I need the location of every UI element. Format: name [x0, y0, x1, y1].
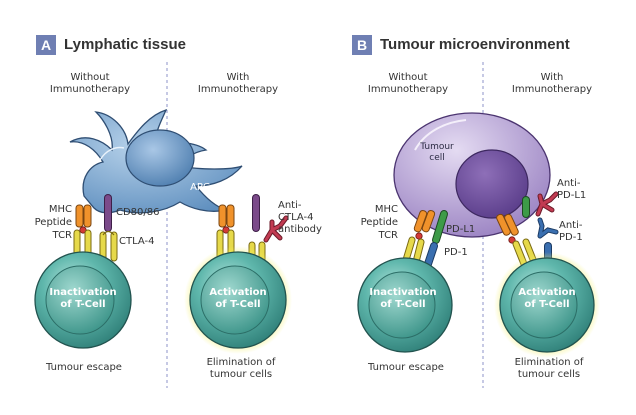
anti-ctla4-antibody — [263, 215, 289, 243]
activation-text-a: Activation of T-Cell — [198, 287, 278, 311]
panel-b-receptor-labels: MHC Peptide TCR — [354, 203, 398, 242]
inactivation-text-a: Inactivation of T-Cell — [43, 287, 123, 311]
anti-pd1-label: Anti- PD-1 — [559, 220, 583, 244]
receptor-label: MHC — [374, 204, 398, 215]
antibody-label-line: Anti- — [559, 220, 583, 231]
header-line: Without — [388, 72, 428, 83]
footer-line: Elimination of — [206, 357, 276, 368]
panel-a-right-header: With Immunotherapy — [186, 72, 290, 96]
footer-line: tumour cells — [517, 369, 581, 380]
header-line: Immunotherapy — [511, 84, 593, 95]
cell-text-line: of T-Cell — [524, 299, 570, 310]
cell-text-line: Inactivation — [369, 287, 437, 298]
mhc-tcr-complex-b-right — [496, 213, 538, 268]
antibody-label-line: Anti- — [278, 200, 302, 211]
header-line: Without — [70, 72, 110, 83]
receptor-label: TCR — [52, 230, 72, 241]
panel-a-title: Lymphatic tissue — [64, 36, 186, 53]
cell-text-line: Activation — [518, 287, 576, 298]
receptor-label: TCR — [378, 230, 398, 241]
pdl1-label: PD-L1 — [446, 224, 476, 235]
apc-label: APC — [190, 182, 210, 193]
header-line: Immunotherapy — [197, 84, 279, 95]
anti-pdl1-label: Anti- PD-L1 — [557, 178, 586, 202]
panel-a-receptor-labels: MHC Peptide TCR — [30, 203, 72, 242]
pd1-label: PD-1 — [444, 247, 468, 258]
cell-text-line: of T-Cell — [380, 299, 426, 310]
footer-line: Elimination of — [514, 357, 584, 368]
panel-b-badge: B — [352, 35, 372, 55]
panel-b-title: Tumour microenvironment — [380, 36, 570, 53]
panel-b-left-header: Without Immunotherapy — [356, 72, 460, 96]
panel-a-right-footer: Elimination of tumour cells — [186, 357, 296, 381]
panel-b-right-header: With Immunotherapy — [500, 72, 604, 96]
receptor-label: MHC — [48, 204, 72, 215]
cd80-label: CD80/86 — [116, 207, 160, 218]
header-line: Immunotherapy — [367, 84, 449, 95]
cell-text-line: Activation — [209, 287, 267, 298]
cell-text-line: Inactivation — [49, 287, 117, 298]
receptor-label: Peptide — [34, 217, 72, 228]
header-line: Immunotherapy — [49, 84, 131, 95]
antibody-label-line: PD-1 — [559, 232, 583, 243]
mhc-tcr-complex-a-left — [73, 204, 92, 260]
panel-a-left-header: Without Immunotherapy — [38, 72, 142, 96]
tumour-label-line: Tumour — [420, 142, 454, 152]
cell-text-line: of T-Cell — [60, 299, 106, 310]
activation-text-b: Activation of T-Cell — [507, 287, 587, 311]
footer-line: tumour cells — [209, 369, 273, 380]
inactivation-text-b: Inactivation of T-Cell — [363, 287, 443, 311]
tumour-label-line: cell — [429, 153, 445, 163]
t-cell-a-left — [34, 251, 132, 349]
panel-a-left-footer: Tumour escape — [46, 362, 122, 373]
antibody-label-line: CTLA-4 — [278, 212, 314, 223]
t-cell-b-left — [357, 257, 453, 353]
panel-b-left-footer: Tumour escape — [368, 362, 444, 373]
ctla4-label: CTLA-4 — [119, 236, 155, 247]
apc-cell — [69, 108, 243, 214]
header-line: With — [540, 72, 564, 83]
header-line: With — [226, 72, 250, 83]
cd80-ctla4-complex-a-left — [99, 194, 118, 262]
antibody-label-line: Anti- — [557, 178, 581, 189]
panel-b-right-footer: Elimination of tumour cells — [494, 357, 604, 381]
t-cell-b-right — [494, 252, 600, 358]
antibody-label-line: PD-L1 — [557, 190, 587, 201]
t-cell-a-right — [184, 246, 292, 354]
mhc-tcr-complex-b-left — [402, 209, 436, 266]
cell-text-line: of T-Cell — [215, 299, 261, 310]
anti-pd1-antibody — [537, 217, 559, 239]
anti-pdl1-antibody — [535, 191, 559, 217]
antibody-label-line: antibody — [278, 224, 322, 235]
anti-ctla4-label: Anti- CTLA-4 antibody — [278, 200, 322, 236]
tumour-cell — [393, 112, 551, 238]
receptor-label: Peptide — [360, 217, 398, 228]
tumour-cell-label: Tumour cell — [412, 142, 462, 164]
panel-a-badge: A — [36, 35, 56, 55]
